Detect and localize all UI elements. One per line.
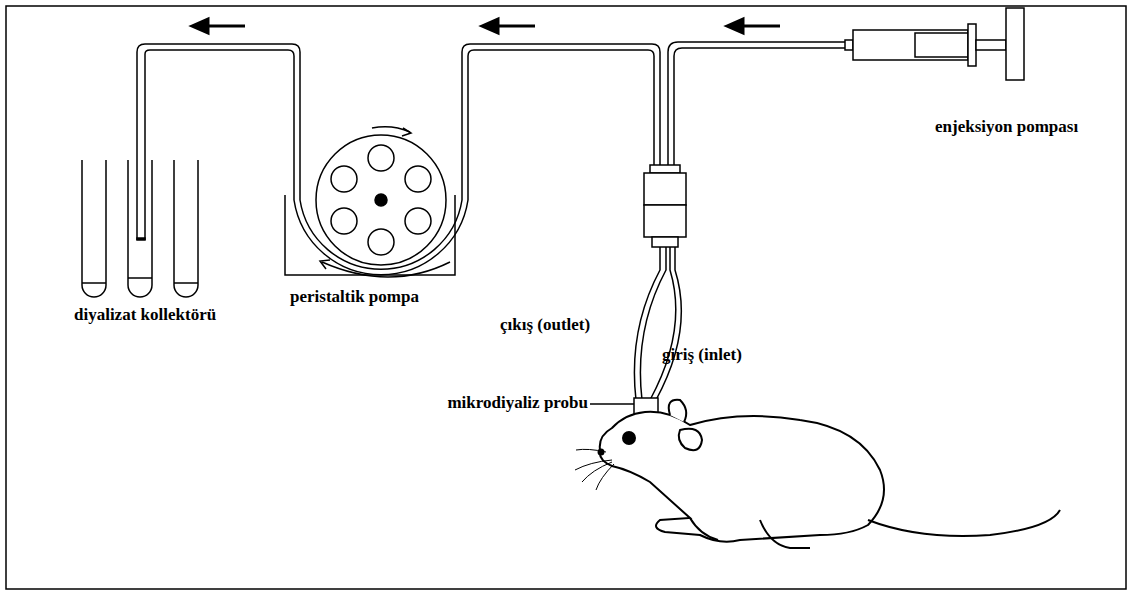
probe-tubing [634, 247, 681, 414]
syringe-pump [845, 8, 1024, 80]
tube-connector [644, 165, 686, 247]
test-tubes [82, 160, 198, 297]
peristaltic-pump [285, 127, 455, 277]
device-label: diyalizat kollektörü [74, 306, 216, 325]
leader-line [590, 403, 634, 405]
tube-label: çıkış (outlet) [500, 316, 590, 335]
rat-illustration [575, 400, 1060, 548]
tubing [137, 42, 845, 275]
device-label: enjeksiyon pompası [935, 118, 1078, 137]
part-label: mikrodiyaliz probu [447, 394, 588, 413]
tube-label: giriş (inlet) [662, 346, 742, 365]
frame [6, 6, 1126, 589]
device-label: peristaltik pompa [290, 288, 419, 307]
flow-arrows [192, 19, 780, 33]
